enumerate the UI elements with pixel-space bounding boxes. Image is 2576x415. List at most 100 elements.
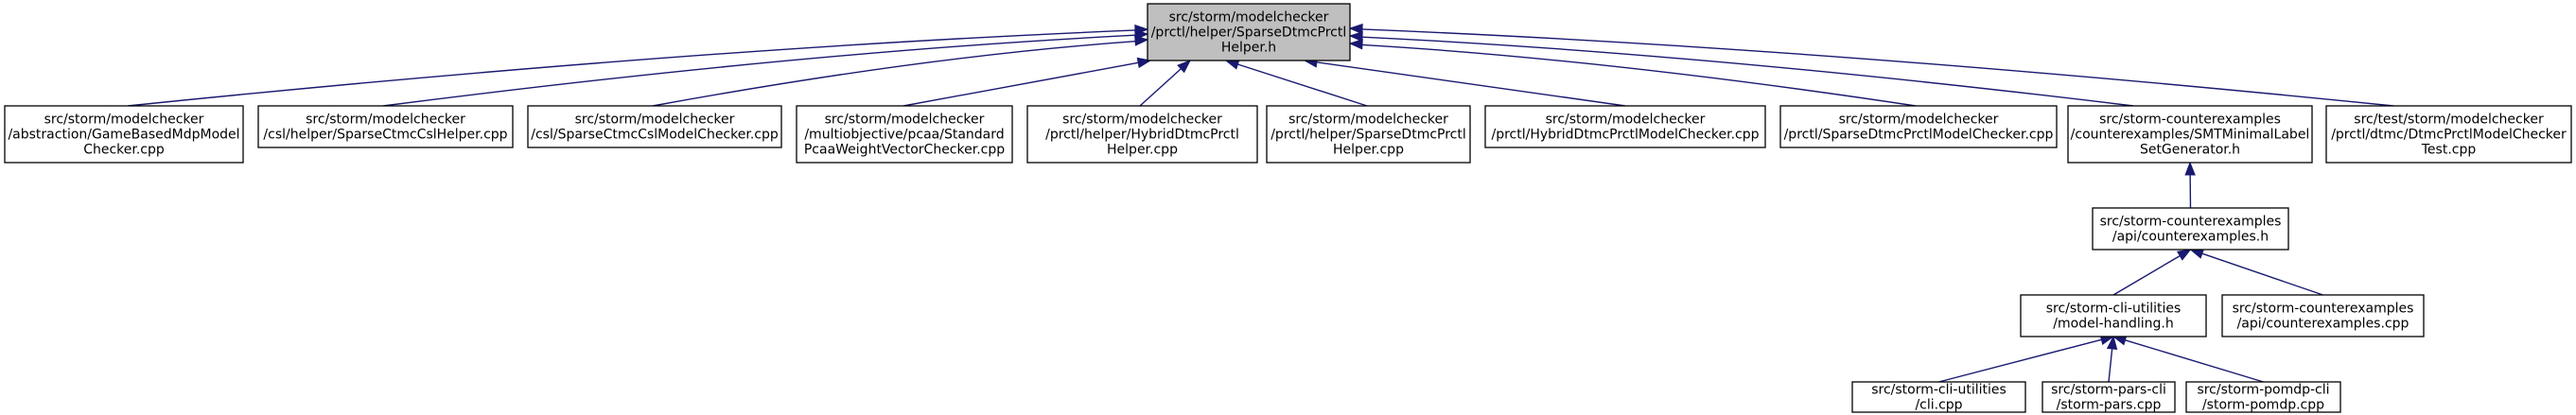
node-label-line: src/storm/modelchecker [1288,112,1448,128]
edge-n12-to-n11 [2112,249,2192,296]
arrowhead-icon [2184,161,2196,176]
node-box [2092,207,2289,251]
edge-line [652,41,1136,107]
node-label-line: /api/counterexamples.cpp [2237,317,2410,332]
graph-node[interactable]: src/storm/modelchecker/csl/SparseCtmcCsl… [527,105,782,148]
node-label-line: Test.cpp [2421,143,2477,158]
graph-node[interactable]: src/storm-counterexamples/api/counterexa… [2221,294,2425,337]
edge-line [1316,61,1626,107]
graph-node[interactable]: src/storm/modelchecker/prctl/helper/Spar… [1266,105,1471,164]
node-label-line: Helper.cpp [1333,143,1404,158]
node-label-line: /prctl/helper/SparseDtmcPrctl [1270,128,1466,143]
node-label-line: /api/counterexamples.h [2112,230,2269,245]
node-label-line: /multiobjective/pcaa/Standard [804,128,1004,143]
node-box [1026,105,1258,164]
node-box [527,105,782,148]
node-label-line: /storm-pomdp.cpp [2202,398,2324,413]
node-label-line: src/storm-counterexamples [2233,302,2414,317]
node-label-line: src/storm/modelchecker [1062,112,1222,128]
arrowhead-icon [2189,248,2205,259]
node-label-line: src/storm/modelchecker [575,112,735,128]
node-label-line: src/storm-cli-utilities [2046,302,2182,317]
nodes-layer: src/storm/modelchecker/prctl/helper/Spar… [4,3,2572,413]
node-box [2020,294,2207,337]
edge-n5-to-root [1139,60,1192,107]
node-box [2185,381,2341,413]
node-label-line: /prctl/helper/SparseDtmcPrctl [1151,26,1347,41]
node-label-line: /prctl/helper/HybridDtmcPrctl [1045,128,1239,143]
node-label-line: /storm-pars.cpp [2057,398,2162,413]
graph-node[interactable]: src/storm/modelchecker/prctl/HybridDtmcP… [1484,105,1766,148]
node-label-line: /prctl/dtmc/DtmcPrctlModelChecker [2331,128,2567,143]
arrowhead-icon [1134,35,1149,46]
node-label-line: src/storm/modelchecker [1169,10,1329,26]
node-label-line: src/storm/modelchecker [1546,112,1706,128]
graph-node[interactable]: src/test/storm/modelchecker/prctl/dtmc/D… [2325,105,2572,164]
edge-n2-to-root [382,28,1149,107]
node-label-line: Helper.cpp [1107,143,1178,158]
edge-line [1361,28,2394,107]
node-label-line: src/storm/modelchecker [44,112,204,128]
edge-line [2201,252,2323,296]
node-label-line: /model-handling.h [2053,317,2173,332]
edge-line [2112,254,2181,296]
edge-n13-to-n11 [2189,248,2323,296]
arrowhead-icon [2106,335,2118,351]
edge-n11-to-n9 [2184,161,2196,209]
node-box [2221,294,2425,337]
graph-node[interactable]: src/storm/modelchecker/multiobjective/pc… [796,105,1013,164]
node-label-line: /counterexamples/SMTMinimalLabel [2071,128,2310,143]
node-label-line: src/storm/modelchecker [825,112,985,128]
node-label-line: src/storm-counterexamples [2099,112,2281,128]
edge-line [1361,43,1917,107]
node-label-line: SetGenerator.h [2140,143,2240,158]
node-box [1851,381,2026,413]
edge-n7-to-root [1303,57,1626,107]
node-label-line: /prctl/SparseDtmcPrctlModelChecker.cpp [1784,128,2054,143]
arrowhead-icon [1348,23,1363,35]
edge-n3-to-root [652,35,1149,107]
edge-line [902,61,1139,107]
node-label-line: /csl/helper/SparseCtmcCslHelper.cpp [263,128,507,143]
edge-line [382,34,1136,107]
node-label-line: /csl/SparseCtmcCslModelChecker.cpp [531,128,779,143]
edge-line [1139,68,1182,107]
node-label-line: /cli.cpp [1915,398,1962,413]
node-box [1484,105,1766,148]
graph-node[interactable]: src/storm-counterexamples/api/counterexa… [2092,207,2289,251]
graph-node[interactable]: src/storm-pars-cli/storm-pars.cpp [2042,381,2176,413]
node-label-line: src/storm-counterexamples [2100,215,2282,230]
arrowhead-icon [1224,59,1240,70]
edge-line [1237,63,1368,107]
edge-line [2108,348,2113,383]
arrowhead-icon [1348,39,1363,50]
graph-node[interactable]: src/storm/modelchecker/abstraction/GameB… [4,105,244,164]
node-label-line: src/storm-pars-cli [2051,383,2166,398]
node-box [2042,381,2176,413]
node-box [1147,3,1351,61]
edge-n8-to-root [1348,39,1917,107]
edge-n15-to-n12 [2106,335,2118,383]
graph-node[interactable]: src/storm-pomdp-cli/storm-pomdp.cpp [2185,381,2341,413]
graph-node[interactable]: src/storm/modelchecker/csl/helper/Sparse… [257,105,514,148]
graph-node[interactable]: src/storm/modelchecker/prctl/SparseDtmcP… [1779,105,2058,148]
arrowhead-icon [1348,30,1363,43]
graph-node[interactable]: src/storm/modelchecker/prctl/helper/Hybr… [1026,105,1258,164]
node-label-line: src/storm-cli-utilities [1871,383,2006,398]
edge-n9-to-root [1348,30,2134,107]
graph-node[interactable]: src/storm-cli-utilities/model-handling.h [2020,294,2207,337]
node-box [2067,105,2313,164]
node-box [2325,105,2572,164]
node-box [1266,105,1471,164]
node-label-line: src/test/storm/modelchecker [2354,112,2544,128]
node-label-line: PcaaWeightVectorChecker.cpp [804,143,1005,158]
focus-node: src/storm/modelchecker/prctl/helper/Spar… [1147,3,1351,61]
edge-line [2125,339,2264,383]
node-box [1779,105,2058,148]
node-label-line: src/storm/modelchecker [1839,112,1999,128]
node-box [796,105,1013,164]
graph-node[interactable]: src/storm-counterexamples/counterexample… [2067,105,2313,164]
graph-node[interactable]: src/storm-cli-utilities/cli.cpp [1851,381,2026,413]
edge-n10-to-root [1348,23,2394,107]
